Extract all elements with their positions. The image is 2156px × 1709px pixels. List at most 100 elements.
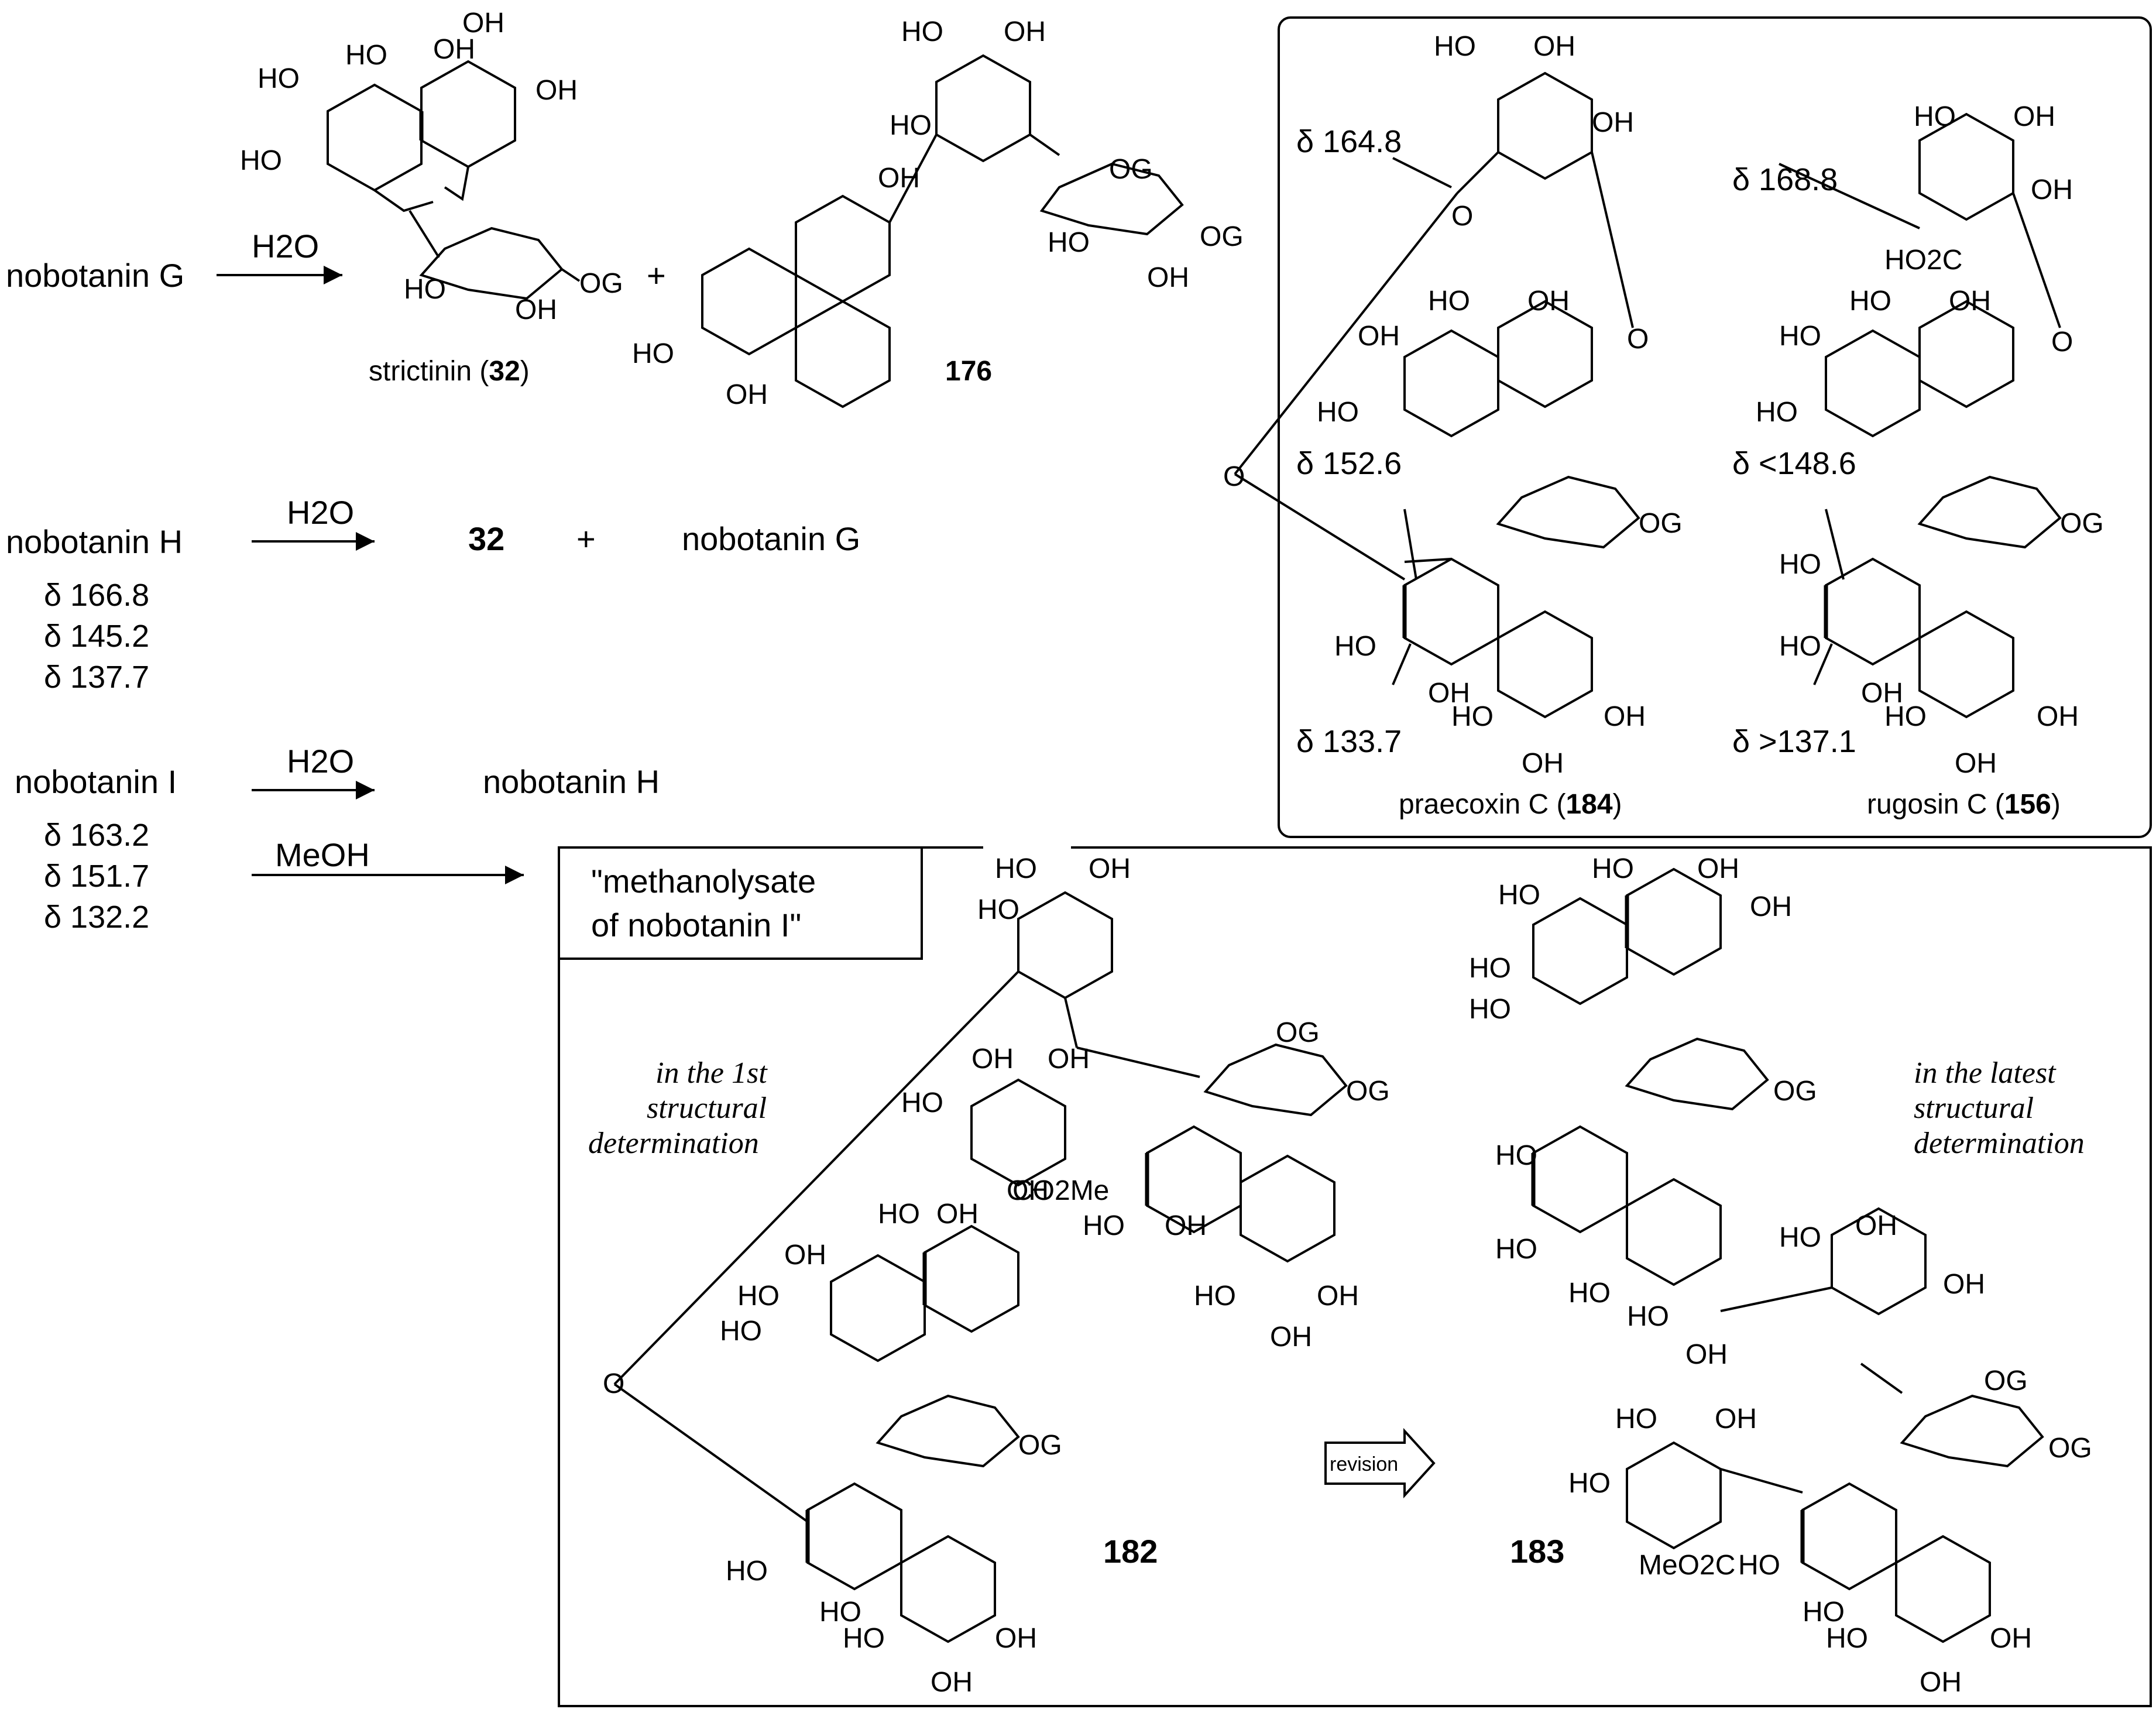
oh-label: HO (1334, 631, 1376, 662)
oh-label: OH (1750, 891, 1792, 922)
oh-label: OH (1855, 1210, 1897, 1241)
oxygen-label: O (1627, 324, 1649, 355)
revision-arrow: revision (1324, 1427, 1436, 1499)
oh-label: OH (2013, 101, 2055, 132)
oh-label: OH (1007, 1175, 1049, 1206)
methanolysate-title-box (558, 846, 923, 960)
note-first-determination: determination (588, 1127, 759, 1160)
compound-label-rugosin-c: rugosin C (156) (1867, 789, 2061, 820)
strictinin-structure (327, 60, 581, 300)
og-label: OG (1276, 1017, 1320, 1048)
compound-176-structure (701, 54, 1184, 409)
oh-label: HO (1738, 1550, 1780, 1581)
og-label: OG (1984, 1365, 2028, 1396)
og-label: OG (1773, 1076, 1817, 1107)
oh-label: OH (1861, 678, 1903, 709)
oh-label: OH (1955, 748, 1997, 779)
oh-label: HO (737, 1281, 780, 1312)
note-latest-determination: determination (1914, 1127, 2085, 1160)
og-label: OG (1018, 1430, 1062, 1461)
oh-label: HO (890, 110, 932, 141)
og-label: OG (579, 268, 623, 299)
nmr-shift: δ >137.1 (1732, 724, 1856, 759)
ester-label: CO2Me (1012, 1175, 1109, 1206)
inset-box-top (1278, 16, 2152, 838)
oh-label: OH (1685, 1339, 1728, 1370)
oh-label: HO (1434, 31, 1476, 62)
oh-label: OH (1089, 853, 1131, 884)
oxygen-label: O (1451, 201, 1473, 232)
oh-label: HO (1568, 1278, 1611, 1309)
nmr-shift: δ 132.2 (44, 900, 149, 935)
oh-label: OH (1697, 853, 1739, 884)
oh-label: HO (1779, 549, 1821, 580)
oh-label: HO (878, 1199, 920, 1230)
oh-label: HO (819, 1597, 861, 1628)
oh-label: HO (1779, 321, 1821, 352)
methanolysate-title: "methanolysate (591, 863, 816, 900)
reactant-nobotanin-g: nobotanin G (6, 257, 184, 294)
oxygen-label: O (1223, 461, 1245, 492)
oh-label: OH (726, 379, 768, 410)
oh-label: OH (1949, 286, 1991, 317)
oh-label: HO (1779, 1222, 1821, 1253)
reagent-methanol: MeOH (275, 836, 370, 873)
oh-label: OH (1715, 1403, 1757, 1435)
oh-label: OH (1004, 16, 1046, 47)
oh-label: OH (995, 1623, 1037, 1654)
reagent-water: H2O (287, 494, 354, 531)
compound-number-182: 182 (1103, 1533, 1158, 1570)
oh-label: HO (1849, 286, 1891, 317)
oh-label: HO (1194, 1281, 1236, 1312)
oh-label: HO (1803, 1597, 1845, 1628)
compound-number-32: 32 (468, 520, 504, 557)
oh-label: HO (1615, 1403, 1657, 1435)
oh-label: HO (1428, 286, 1470, 317)
og-label: OG (2048, 1433, 2092, 1464)
oh-label: HO (901, 16, 943, 47)
nmr-shift: δ <148.6 (1732, 446, 1856, 481)
oh-label: OH (1527, 286, 1570, 317)
nmr-shift: δ 145.2 (44, 619, 149, 654)
oh-label: OH (936, 1199, 979, 1230)
oh-label: OH (433, 34, 475, 65)
note-latest-determination: in the latest (1914, 1056, 2057, 1090)
oh-label: HO (1469, 994, 1511, 1025)
nmr-shift: δ 166.8 (44, 578, 149, 613)
oh-label: OH (2031, 174, 2073, 205)
oh-label: OH (1048, 1044, 1090, 1075)
product-nobotanin-h: nobotanin H (483, 763, 660, 800)
oh-label: HO (1317, 397, 1359, 428)
reagent-water: H2O (287, 743, 354, 780)
compound-number-176: 176 (945, 356, 992, 387)
compound-182-structure (613, 891, 1348, 1643)
nmr-shift: δ 164.8 (1296, 124, 1402, 159)
methanolysate-title: of nobotanin I" (591, 907, 801, 943)
oh-label: HO (1048, 227, 1090, 258)
oh-label: HO (345, 40, 387, 71)
oh-label: HO (1498, 880, 1540, 911)
oh-label: OH (1920, 1667, 1962, 1698)
oh-label: HO (1495, 1234, 1537, 1265)
plus-sign: + (647, 257, 666, 294)
product-nobotanin-g: nobotanin G (682, 520, 860, 557)
oh-label: OH (1592, 107, 1634, 138)
compound-label-praecoxin-c: praecoxin C (184) (1399, 789, 1622, 820)
oh-label: HO (404, 274, 446, 305)
oh-label: HO (1884, 701, 1927, 732)
praecoxin-c-structure (1234, 71, 1640, 719)
oh-label: HO (977, 894, 1019, 925)
oh-label: HO (1914, 101, 1956, 132)
oh-label: OH (1165, 1210, 1207, 1241)
oh-label: OH (971, 1044, 1014, 1075)
oh-label: OH (2037, 701, 2079, 732)
oh-label: HO (1451, 701, 1494, 732)
compound-183-structure (1531, 867, 2044, 1643)
compound-label-strictinin: strictinin (32) (369, 356, 530, 387)
revision-label: revision (1330, 1453, 1398, 1475)
oh-label: OH (462, 8, 504, 39)
nmr-shift: δ 163.2 (44, 818, 149, 853)
nmr-shift: δ 152.6 (1296, 446, 1402, 481)
oh-label: HO (240, 145, 282, 176)
